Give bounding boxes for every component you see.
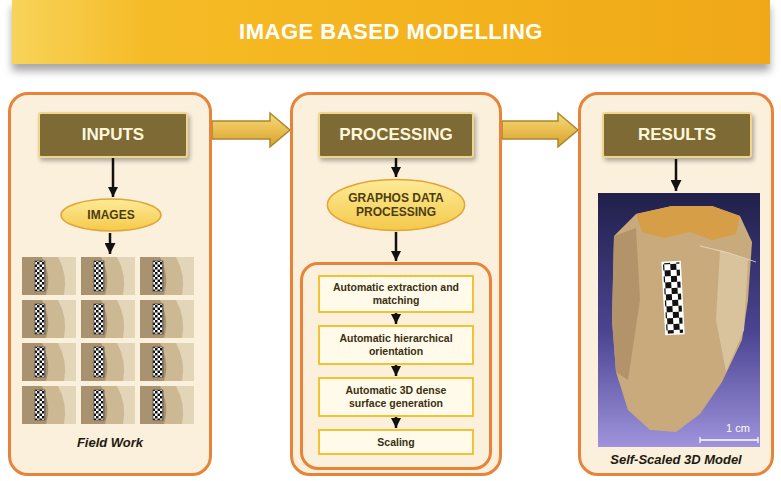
data-ellipse: GRAPHOS DATA PROCESSING [326,178,466,232]
stage-panel: PROCESSING GRAPHOS DATA PROCESSING Automat… [290,92,502,476]
node-text: GRAPHOS DATA PROCESSING [344,191,448,220]
header-text: RESULTS [638,125,716,145]
node-text: Automatic extraction and matching [326,281,466,306]
header-box: PROCESSING [318,112,474,158]
header-box: RESULTS [602,112,752,158]
header-box: INPUTS [38,112,188,158]
process-box: Automatic hierarchical orientation [318,325,474,365]
flow-arrow [675,159,678,191]
flow-arrow [395,158,398,177]
panel-caption: Self-Scaled 3D Model [581,452,771,467]
process-group: Automatic extraction and matchingAutomat… [300,262,492,470]
scale-label: 1 cm [726,422,750,434]
node-text: Scaling [377,436,414,449]
flow-arrow [112,158,115,197]
stage-panel: RESULTS Self-Scaled 3D Model [578,92,774,476]
flow-arrow [395,365,398,376]
model-render [598,193,760,447]
node-text: Automatic hierarchical orientation [326,332,466,357]
title-text: IMAGE BASED MODELLING [239,19,543,45]
stage-panel: INPUTS IMAGES Field Work [8,92,212,476]
process-box: Automatic extraction and matching [318,275,474,313]
panel-caption: Field Work [11,435,209,450]
process-box: Scaling [318,429,474,455]
header-text: PROCESSING [339,125,452,145]
flow-arrow [395,417,398,428]
flow-arrow [395,313,398,324]
flow-arrow [109,233,112,254]
title-banner: IMAGE BASED MODELLING [12,0,770,64]
photo-grid [22,257,194,424]
panel-ground [292,94,501,475]
node-text: Automatic 3D dense surface generation [326,384,466,409]
panel-ground [10,94,211,475]
header-text: INPUTS [82,125,144,145]
node-text: IMAGES [87,208,134,222]
process-box: Automatic 3D dense surface generation [318,377,474,417]
stage-arrow [212,113,290,147]
data-ellipse: IMAGES [60,198,162,232]
stage-arrow [502,113,578,147]
panel-ground [580,94,773,475]
flow-arrow [395,232,398,261]
